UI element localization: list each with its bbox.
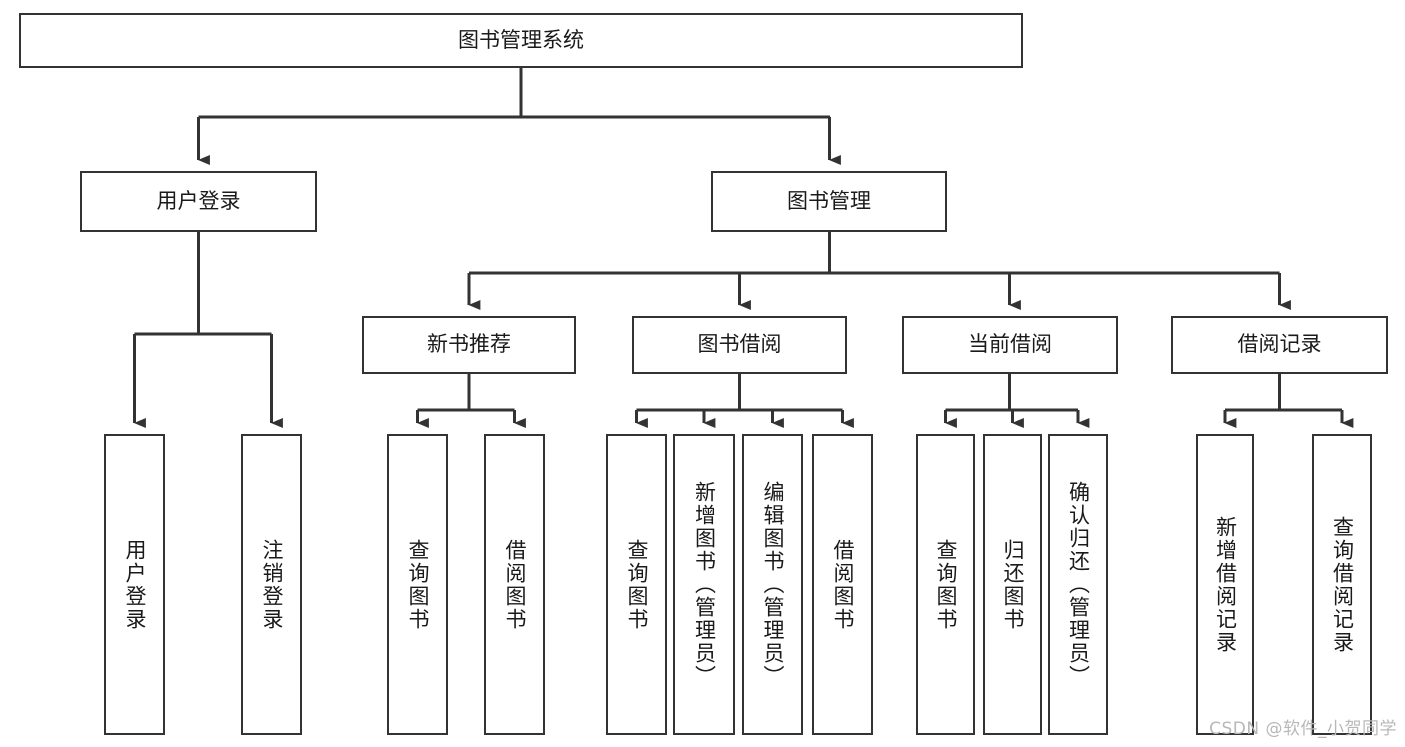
- node-user-login-label: 用户登录: [156, 188, 241, 213]
- leaf-newbook-borrow-books-label: 借阅图书: [503, 538, 527, 631]
- leaf-borrow-query-books-label: 查询图书: [625, 538, 649, 631]
- node-borrow-record-label: 借阅记录: [1237, 332, 1322, 357]
- leaf-user-login-label: 用户登录: [123, 538, 147, 631]
- leaf-borrow-borrow-books[interactable]: 借阅图书: [812, 434, 873, 735]
- leaf-newbook-query-books-label: 查询图书: [406, 538, 430, 631]
- leaf-borrow-query-books[interactable]: 查询图书: [606, 434, 667, 735]
- leaf-user-login[interactable]: 用户登录: [104, 434, 165, 735]
- leaf-current-return-books[interactable]: 归还图书: [983, 434, 1042, 735]
- leaf-borrow-add-book-admin[interactable]: 新增图书（管理员）: [673, 434, 735, 735]
- node-borrow-record[interactable]: 借阅记录: [1171, 316, 1388, 374]
- leaf-record-add-record-label: 新增借阅记录: [1213, 515, 1238, 654]
- node-current-borrow[interactable]: 当前借阅: [902, 316, 1118, 374]
- leaf-current-query-books-label: 查询图书: [934, 538, 958, 631]
- leaf-current-return-books-label: 归还图书: [1001, 538, 1025, 631]
- leaf-current-confirm-return-admin[interactable]: 确认归还（管理员）: [1048, 434, 1108, 735]
- leaf-logout-login[interactable]: 注销登录: [241, 434, 302, 735]
- leaf-record-add-record[interactable]: 新增借阅记录: [1196, 434, 1254, 735]
- leaf-current-query-books[interactable]: 查询图书: [916, 434, 975, 735]
- node-root[interactable]: 图书管理系统: [19, 13, 1023, 68]
- leaf-borrow-borrow-books-label: 借阅图书: [831, 538, 855, 631]
- leaf-borrow-add-book-admin-label: 新增图书（管理员）: [692, 481, 717, 688]
- node-book-borrow[interactable]: 图书借阅: [632, 316, 847, 374]
- node-book-management[interactable]: 图书管理: [711, 171, 947, 232]
- leaf-borrow-edit-book-admin[interactable]: 编辑图书（管理员）: [742, 434, 803, 735]
- node-root-label: 图书管理系统: [458, 27, 584, 52]
- node-user-login[interactable]: 用户登录: [80, 171, 317, 232]
- leaf-newbook-query-books[interactable]: 查询图书: [387, 434, 448, 735]
- leaf-record-query-record-label: 查询借阅记录: [1330, 515, 1355, 654]
- node-current-borrow-label: 当前借阅: [968, 332, 1052, 357]
- leaf-borrow-edit-book-admin-label: 编辑图书（管理员）: [761, 481, 785, 688]
- node-new-book-recommend-label: 新书推荐: [427, 332, 511, 357]
- leaf-newbook-borrow-books[interactable]: 借阅图书: [484, 434, 545, 735]
- node-book-borrow-label: 图书借阅: [697, 332, 782, 357]
- leaf-current-confirm-return-admin-label: 确认归还（管理员）: [1066, 481, 1091, 688]
- csdn-watermark: CSDN @软件_小贺同学: [1209, 719, 1397, 739]
- node-new-book-recommend[interactable]: 新书推荐: [362, 316, 576, 374]
- node-book-management-label: 图书管理: [787, 188, 871, 213]
- leaf-logout-login-label: 注销登录: [260, 538, 284, 631]
- leaf-record-query-record[interactable]: 查询借阅记录: [1312, 434, 1372, 735]
